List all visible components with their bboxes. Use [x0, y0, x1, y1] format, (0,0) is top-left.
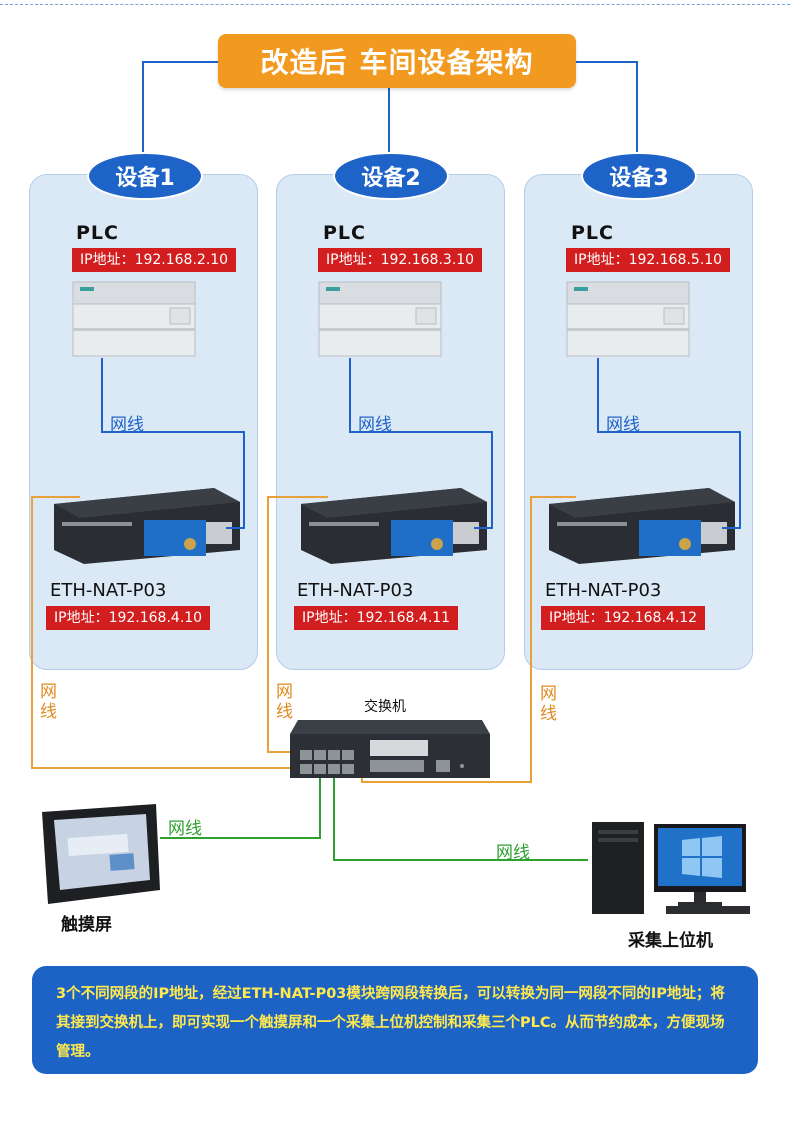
info-text: 3个不同网段的IP地址，经过ETH-NAT-P03模块跨网段转换后，可以转换为同…: [56, 986, 725, 1060]
device-label-3: 设备3: [581, 152, 697, 200]
plc-image-1: [72, 281, 196, 357]
module-ip-1: IP地址：192.168.4.10: [46, 606, 211, 630]
module-ip-3: IP地址：192.168.4.12: [541, 606, 706, 630]
blue-wire-3: [597, 358, 741, 529]
plc-name-3: PLC: [571, 222, 614, 244]
title-connector-3: [576, 61, 638, 155]
plc-wire-label-1: 网线: [110, 415, 144, 435]
orange-wire-1: [31, 496, 300, 769]
plc-ip-2: IP地址：192.168.3.10: [318, 248, 483, 272]
title-part1: 改造后: [260, 46, 348, 79]
eth-nat-module-image-1: [54, 488, 240, 564]
top-dashed-divider: [0, 4, 790, 5]
switch-label: 交换机: [364, 699, 406, 715]
module-ip-2: IP地址：192.168.4.11: [294, 606, 459, 630]
plc-wire-label-3: 网线: [606, 415, 640, 435]
pc-wire-label: 网线: [496, 843, 530, 863]
title-part2: 车间设备架构: [359, 46, 534, 79]
eth-nat-module-image-3: [549, 488, 735, 564]
blue-wire-1: [101, 358, 245, 529]
green-wire-hmi: [160, 778, 321, 839]
hmi-wire-label: 网线: [168, 819, 202, 839]
uplink-wire-label-2: 网线: [276, 682, 293, 722]
module-name-1: ETH-NAT-P03: [50, 580, 167, 601]
plc-image-2: [318, 281, 442, 357]
page-title: 改造后 车间设备架构: [218, 34, 576, 88]
touchscreen-image: [42, 804, 160, 904]
plc-ip-1: IP地址：192.168.2.10: [72, 248, 237, 272]
blue-wire-2: [349, 358, 493, 529]
host-pc-image: [592, 822, 750, 914]
title-connector-1: [142, 61, 218, 155]
plc-wire-label-2: 网线: [358, 415, 392, 435]
uplink-wire-label-1: 网线: [40, 682, 57, 722]
touchscreen-label: 触摸屏: [61, 915, 112, 935]
device-label-1: 设备1: [87, 152, 203, 200]
plc-image-3: [566, 281, 690, 357]
uplink-wire-label-3: 网线: [540, 684, 557, 724]
green-wire-pc: [333, 778, 588, 861]
module-name-3: ETH-NAT-P03: [545, 580, 662, 601]
host-pc-label: 采集上位机: [628, 931, 713, 951]
plc-ip-3: IP地址：192.168.5.10: [566, 248, 731, 272]
plc-name-2: PLC: [323, 222, 366, 244]
device-label-2: 设备2: [333, 152, 449, 200]
plc-name-1: PLC: [76, 222, 119, 244]
network-switch-image: [290, 720, 490, 778]
eth-nat-module-image-2: [301, 488, 487, 564]
info-box: 3个不同网段的IP地址，经过ETH-NAT-P03模块跨网段转换后，可以转换为同…: [32, 966, 758, 1074]
module-name-2: ETH-NAT-P03: [297, 580, 414, 601]
orange-wire-2: [267, 496, 328, 753]
